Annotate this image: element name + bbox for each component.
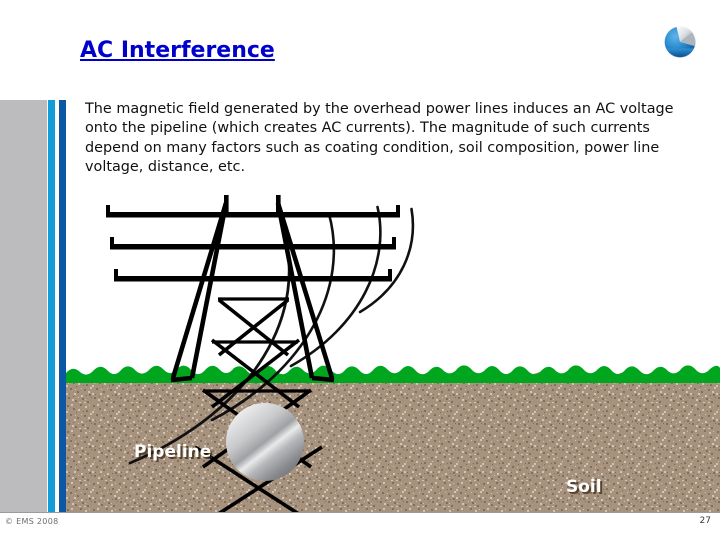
grass-line (66, 365, 720, 383)
sidebar-bar-blue (59, 100, 66, 512)
pipeline-cross-section (226, 403, 304, 481)
figure-label-pipeline: Pipeline (134, 442, 212, 462)
footer-copyright: © EMS 2008 (5, 517, 59, 526)
slide-body-text: The magnetic field generated by the over… (85, 101, 674, 176)
em-field-arcs-buried (210, 372, 281, 422)
slide-title: AC Interference (80, 38, 275, 63)
diagram-ac-interference (66, 195, 720, 512)
sidebar-bar-cyan (48, 100, 55, 512)
ems-globe-logo-icon (662, 24, 698, 60)
tower-legs (170, 202, 335, 379)
sidebar-bar-gray (0, 100, 47, 512)
figure-label-soil: Soil (566, 477, 602, 497)
footer-divider (0, 512, 720, 513)
footer-page-number: 27 (699, 516, 711, 526)
